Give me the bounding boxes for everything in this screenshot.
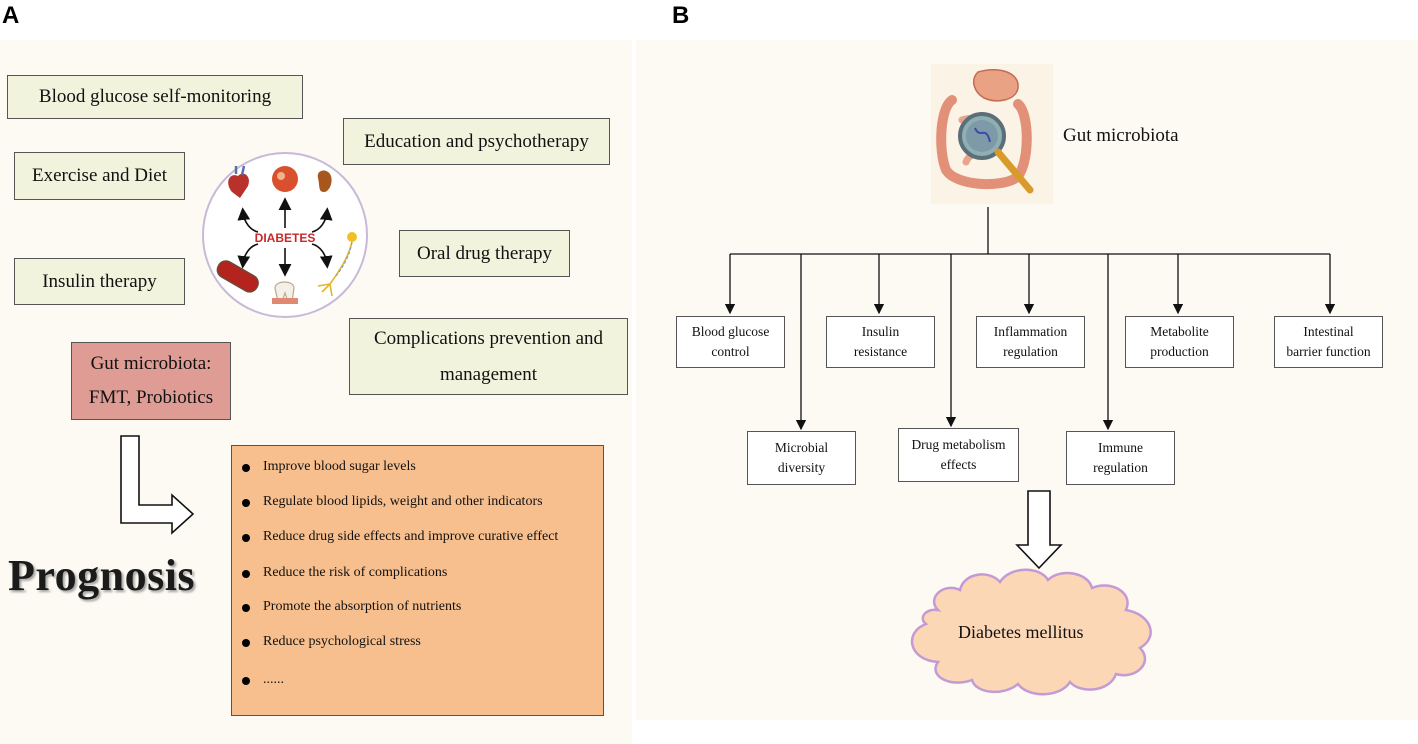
diabetes-cloud	[910, 568, 1152, 696]
blood-vessel-icon	[216, 260, 259, 293]
gut-microbiota-icon	[931, 64, 1053, 204]
blood-glucose-box: Blood glucose self-monitoring	[7, 75, 303, 119]
insulin-label: Insulin therapy	[42, 270, 157, 292]
bullet-icon	[242, 677, 250, 685]
gut-microbiota-label-line2: FMT, Probiotics	[88, 387, 214, 408]
panel-a-letter: A	[2, 2, 20, 29]
complications-box: Complications prevention and management	[349, 318, 628, 395]
blood-glucose-label: Blood glucose self-monitoring	[38, 86, 272, 107]
prognosis-list: Improve blood sugar levels Regulate bloo…	[231, 445, 604, 716]
panel-b-letter: B	[672, 2, 690, 29]
gut-microbiota-label-line1: Gut microbiota:	[90, 353, 212, 374]
oral-drug-label: Oral drug therapy	[416, 242, 553, 264]
diabetes-arrows	[237, 197, 333, 277]
bullet-icon	[242, 499, 250, 507]
kidney-icon	[317, 170, 332, 192]
eye-icon	[272, 166, 298, 192]
education-label: Education and psychotherapy	[364, 130, 589, 152]
outcome-arrow	[1015, 490, 1063, 570]
complications-label-line2: management	[439, 363, 538, 385]
heart-icon	[228, 165, 249, 198]
nerve-icon	[317, 232, 357, 297]
bullet-icon	[242, 464, 250, 472]
bullet-icon	[242, 534, 250, 542]
insulin-box: Insulin therapy	[14, 258, 185, 305]
bullet-icon	[242, 570, 250, 578]
prognosis-arrow	[120, 435, 195, 535]
oral-drug-box: Oral drug therapy	[399, 230, 570, 277]
tooth-icon	[272, 281, 298, 304]
prognosis-title: Prognosis	[8, 551, 196, 600]
gut-microbiota-box: Gut microbiota: FMT, Probiotics	[71, 342, 231, 420]
bullet-icon	[242, 639, 250, 647]
diabetes-mellitus-label: Diabetes mellitus	[958, 622, 1084, 642]
tree-connectors	[724, 207, 1336, 431]
education-box: Education and psychotherapy	[343, 118, 610, 165]
diabetes-label: DIABETES	[255, 231, 316, 245]
exercise-diet-label: Exercise and Diet	[31, 165, 168, 186]
exercise-diet-box: Exercise and Diet	[14, 152, 185, 200]
bullet-icon	[242, 604, 250, 612]
complications-label-line1: Complications prevention and	[373, 327, 603, 349]
gut-microbiota-label: Gut microbiota	[1063, 125, 1179, 146]
